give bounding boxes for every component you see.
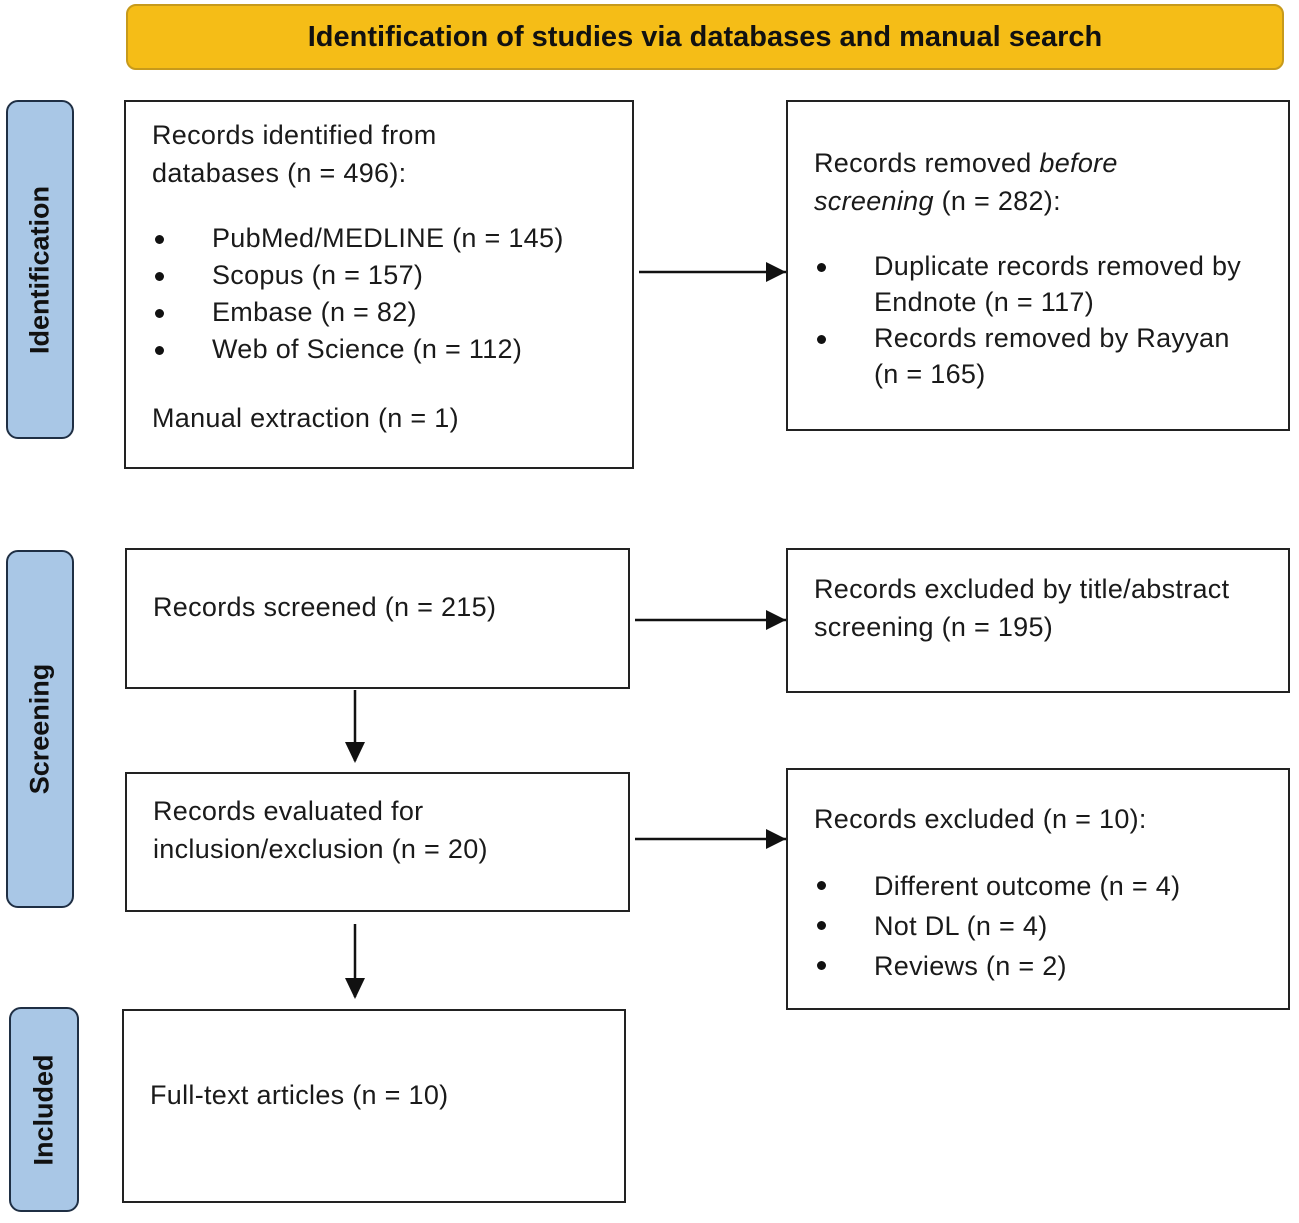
database-item: Embase (n = 82) — [152, 294, 632, 331]
records-excluded-heading: Records excluded (n = 10): — [814, 804, 1147, 834]
records-removed-heading-suffix: (n = 282): — [933, 186, 1061, 216]
stage-label-included: Included — [9, 1007, 79, 1212]
excluded-item: Different outcome (n = 4) — [814, 866, 1288, 906]
phase-header: Identification of studies via databases … — [126, 4, 1284, 70]
records-removed-heading-prefix: Records removed — [814, 148, 1040, 178]
manual-extraction-text: Manual extraction (n = 1) — [152, 403, 459, 433]
records-excluded-title-text: Records excluded by title/abstract scree… — [814, 574, 1230, 642]
records-identified-heading: Records identified from databases (n = 4… — [152, 120, 437, 188]
database-item: PubMed/MEDLINE (n = 145) — [152, 220, 632, 257]
excluded-item: Reviews (n = 2) — [814, 946, 1288, 986]
records-removed-heading: Records removed before screening (n = 28… — [814, 144, 1194, 220]
arrowhead — [766, 262, 786, 282]
stage-label-identification: Identification — [6, 100, 74, 439]
database-item: Scopus (n = 157) — [152, 257, 632, 294]
arrowhead — [345, 742, 365, 763]
records-screened-text: Records screened (n = 215) — [153, 592, 497, 622]
records-evaluated-text: Records evaluated for inclusion/exclusio… — [153, 796, 488, 864]
arrowhead — [766, 829, 786, 849]
records-evaluated-box: Records evaluated for inclusion/exclusio… — [125, 772, 630, 912]
records-excluded-box: Records excluded (n = 10): Different out… — [786, 768, 1290, 1010]
records-excluded-title-box: Records excluded by title/abstract scree… — [786, 548, 1290, 693]
records-identified-box: Records identified from databases (n = 4… — [124, 100, 634, 469]
removed-list: Duplicate records removed by Endnote (n … — [788, 248, 1254, 392]
phase-header-title: Identification of studies via databases … — [307, 20, 1103, 53]
removed-item: Records removed by Rayyan (n = 165) — [814, 320, 1254, 392]
excluded-item: Not DL (n = 4) — [814, 906, 1288, 946]
fulltext-articles-box: Full-text articles (n = 10) — [122, 1009, 626, 1203]
arrowhead — [766, 610, 786, 630]
records-removed-heading-italic: before screening — [814, 148, 1118, 216]
records-screened-box: Records screened (n = 215) — [125, 548, 630, 689]
database-item: Web of Science (n = 112) — [152, 331, 632, 368]
fulltext-articles-text: Full-text articles (n = 10) — [150, 1080, 449, 1110]
removed-item: Duplicate records removed by Endnote (n … — [814, 248, 1254, 320]
arrowhead — [345, 978, 365, 999]
records-removed-box: Records removed before screening (n = 28… — [786, 100, 1290, 431]
database-list: PubMed/MEDLINE (n = 145) Scopus (n = 157… — [126, 220, 632, 368]
excluded-list: Different outcome (n = 4) Not DL (n = 4)… — [788, 866, 1288, 986]
stage-label-screening: Screening — [6, 550, 74, 908]
